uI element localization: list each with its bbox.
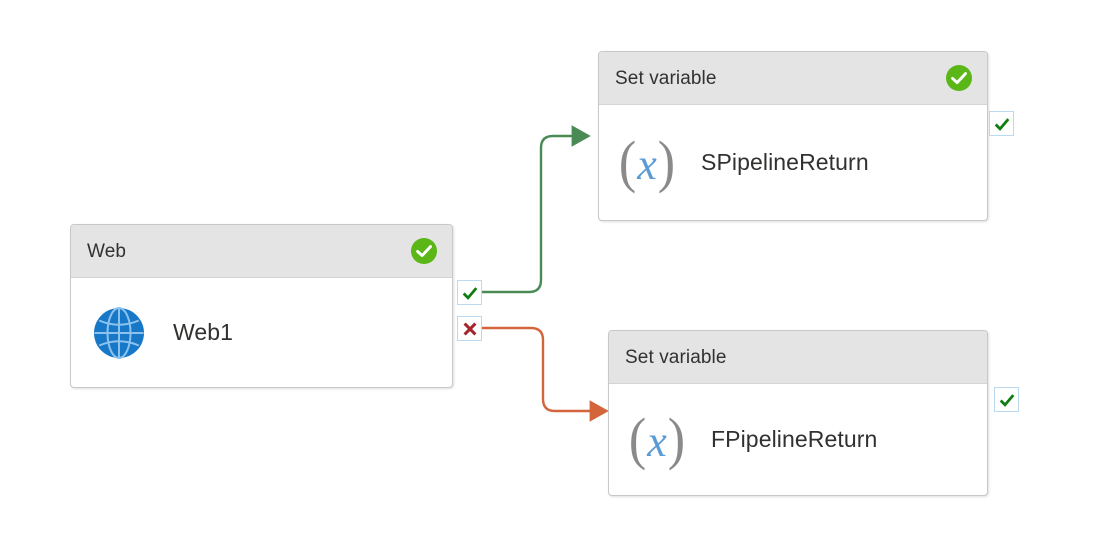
variable-x-icon: (x) <box>618 130 676 194</box>
edge-success-path <box>482 125 591 294</box>
node-setvar-s-header: Set variable <box>599 52 987 105</box>
success-circle-check-icon <box>410 237 438 265</box>
node-setvar-f-type-label: Set variable <box>625 346 727 368</box>
node-web1-header: Web <box>71 225 452 278</box>
node-setvar-f-header: Set variable <box>609 331 987 384</box>
handle-web1-failure[interactable] <box>457 316 482 341</box>
node-setvar-s-body: (x) SPipelineReturn <box>599 105 987 220</box>
node-web1[interactable]: Web <box>70 224 453 388</box>
node-web1-type-label: Web <box>87 240 127 262</box>
node-setvar-s-type-label: Set variable <box>615 67 717 89</box>
variable-x-icon: (x) <box>628 407 686 471</box>
handle-setvar-s-success[interactable] <box>989 111 1014 136</box>
success-circle-check-icon <box>945 64 973 92</box>
node-setvar-f-label: FPipelineReturn <box>711 426 878 452</box>
globe-icon <box>91 305 147 361</box>
node-setvar-s[interactable]: Set variable (x) SPipelineReturn <box>598 51 988 221</box>
node-web1-label: Web1 <box>173 319 234 345</box>
edge-failure-path <box>482 326 609 422</box>
node-setvar-f[interactable]: Set variable (x) FPipelineReturn <box>608 330 988 496</box>
node-setvar-f-body: (x) FPipelineReturn <box>609 384 987 495</box>
handle-web1-success[interactable] <box>457 280 482 305</box>
node-web1-body: Web1 <box>71 278 452 387</box>
node-setvar-s-label: SPipelineReturn <box>701 149 869 175</box>
handle-setvar-f-success[interactable] <box>994 387 1019 412</box>
